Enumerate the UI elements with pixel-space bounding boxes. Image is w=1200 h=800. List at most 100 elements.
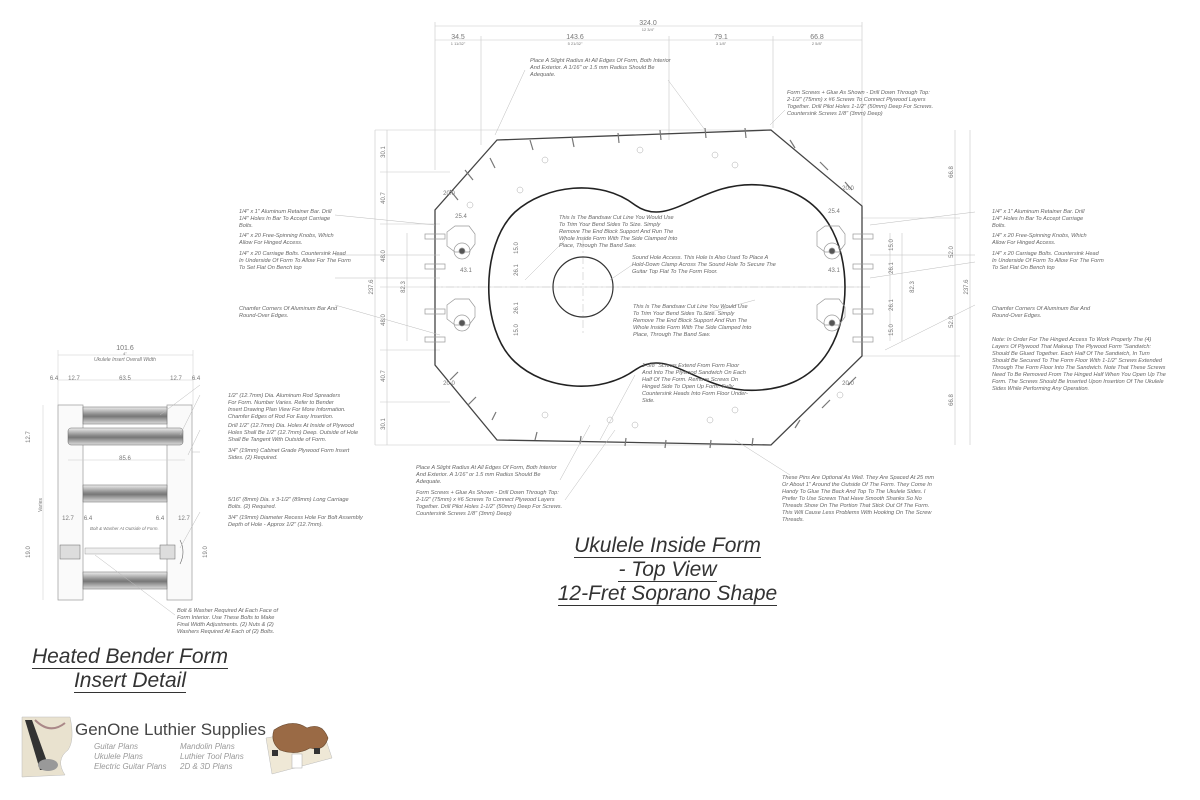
- note-sound-hole: Sound Hole Access. This Hole Is Also Use…: [632, 255, 776, 275]
- svg-text:324.0: 324.0: [639, 20, 657, 27]
- svg-text:40.7: 40.7: [381, 370, 387, 382]
- svg-text:15.0: 15.0: [889, 324, 895, 336]
- left-hinge-assembly: [424, 225, 476, 343]
- svg-text:26.1: 26.1: [889, 262, 895, 274]
- svg-text:30.1: 30.1: [381, 146, 387, 158]
- svg-text:3 1/8": 3 1/8": [716, 41, 727, 46]
- svg-text:48.0: 48.0: [381, 314, 387, 326]
- plan-link-electric-guitar: Electric Guitar Plans: [94, 762, 167, 771]
- plan-link-2d-3d: 2D & 3D Plans: [180, 762, 233, 771]
- svg-text:4": 4": [123, 351, 127, 356]
- svg-text:34.5: 34.5: [451, 34, 465, 41]
- note-hinged-access: Note: In Order For The Hinged Access To …: [992, 337, 1166, 392]
- svg-text:40.7: 40.7: [381, 192, 387, 204]
- svg-text:30.1: 30.1: [381, 418, 387, 430]
- insert-title-line-2: Insert Detail: [73, 669, 187, 693]
- note-bottom-radius: Place A Slight Radius At All Edges Of Fo…: [416, 465, 557, 485]
- svg-text:12.7: 12.7: [178, 516, 190, 522]
- note-insert-rods: 1/2" (12.7mm) Dia. Aluminum Rod Spreader…: [228, 393, 346, 420]
- svg-text:19.0: 19.0: [26, 546, 32, 558]
- main-view-title: Ukulele Inside Form - Top View 12-Fret S…: [540, 534, 795, 606]
- svg-text:Ukulele Insert Overall Width: Ukulele Insert Overall Width: [94, 357, 156, 363]
- note-bandsaw-lower: This Is The Bandsaw Cut Line You Would U…: [633, 304, 752, 338]
- note-insert-carriage: 5/16" (8mm) Dia. x 3-1/2" (89mm) Long Ca…: [228, 497, 349, 510]
- svg-text:85.6: 85.6: [119, 456, 131, 462]
- svg-text:79.1: 79.1: [714, 34, 728, 41]
- svg-text:82.3: 82.3: [910, 281, 916, 293]
- note-right-retainer-bar: 1/4" x 1" Aluminum Retainer Bar. Drill 1…: [992, 209, 1085, 229]
- svg-text:12.7: 12.7: [26, 431, 32, 443]
- svg-text:101.6: 101.6: [116, 345, 134, 352]
- note-top-radius: Place A Slight Radius At All Edges Of Fo…: [530, 58, 671, 78]
- svg-text:19.0: 19.0: [203, 546, 209, 558]
- svg-text:82.3: 82.3: [401, 281, 407, 293]
- svg-text:66.8: 66.8: [810, 34, 824, 41]
- company-name: GenOne Luthier Supplies: [75, 720, 266, 739]
- note-floor-screws: 1-5/8" Screws Extend From Form Floor And…: [642, 363, 748, 404]
- svg-text:25.4: 25.4: [455, 214, 467, 220]
- svg-text:52.0: 52.0: [949, 316, 955, 328]
- svg-text:1 11/32": 1 11/32": [451, 41, 466, 46]
- svg-text:15.0: 15.0: [514, 324, 520, 336]
- svg-text:20.0: 20.0: [842, 381, 854, 387]
- svg-text:6.4: 6.4: [192, 376, 201, 382]
- plan-link-ukulele: Ukulele Plans: [94, 752, 143, 761]
- note-right-knobs: 1/4" x 20 Free-Spinning Knobs, Which All…: [992, 233, 1087, 246]
- svg-text:43.1: 43.1: [460, 268, 472, 274]
- insert-view-title: Heated Bender Form Insert Detail: [10, 645, 250, 693]
- note-left-carriage-bolts: 1/4" x 20 Carriage Bolts. Countersink He…: [239, 251, 351, 271]
- svg-text:48.0: 48.0: [381, 250, 387, 262]
- insert-detail-drawing: 101.6 4" Ukulele Insert Overall Width 6.…: [26, 345, 209, 616]
- svg-text:15.0: 15.0: [889, 239, 895, 251]
- svg-text:12.7: 12.7: [62, 516, 74, 522]
- svg-text:237.6: 237.6: [964, 279, 970, 295]
- svg-text:12.7: 12.7: [68, 376, 80, 382]
- note-right-chamfer: Chamfer Corners Of Aluminum Bar And Roun…: [992, 306, 1091, 319]
- plan-link-mandolin: Mandolin Plans: [180, 742, 235, 751]
- svg-text:5 21/32": 5 21/32": [568, 41, 583, 46]
- svg-text:26.1: 26.1: [889, 299, 895, 311]
- svg-text:43.1: 43.1: [828, 268, 840, 274]
- perimeter-pins: [449, 127, 857, 449]
- plans-column-2: Mandolin Plans Luthier Tool Plans 2D & 3…: [180, 742, 244, 772]
- note-insert-holes: Drill 1/2" (12.7mm) Dia. Holes At Inside…: [228, 423, 359, 443]
- note-left-chamfer: Chamfer Corners Of Aluminum Bar And Roun…: [239, 306, 338, 319]
- svg-text:63.5: 63.5: [119, 376, 131, 382]
- note-bottom-screws: Form Screws + Glue As Shown - Drill Down…: [416, 490, 563, 517]
- ukulele-body-outline: [487, 183, 846, 392]
- svg-text:2 5/8": 2 5/8": [812, 41, 823, 46]
- svg-text:143.6: 143.6: [566, 34, 584, 41]
- right-hinge-assembly: [816, 225, 874, 343]
- note-insert-recess: 3/4" (19mm) Diameter Recess Hole For Bol…: [228, 515, 363, 528]
- note-insert-bolt-washer: Bolt & Washer Required At Each Face of F…: [177, 608, 279, 635]
- svg-text:20.0: 20.0: [443, 381, 455, 387]
- screw-markers: [466, 146, 844, 429]
- main-dimension-text: 324.0 12 3/4" 34.5 1 11/32" 143.6 5 21/3…: [369, 20, 970, 430]
- dimension-lines: [374, 22, 971, 446]
- svg-text:Varies: Varies: [38, 498, 44, 512]
- note-bandsaw-upper: This Is The Bandsaw Cut Line You Would U…: [559, 215, 678, 249]
- svg-text:66.8: 66.8: [949, 166, 955, 178]
- svg-text:12 3/4": 12 3/4": [642, 27, 655, 32]
- svg-text:237.6: 237.6: [369, 279, 375, 295]
- svg-text:26.1: 26.1: [514, 264, 520, 276]
- svg-text:6.4: 6.4: [50, 376, 59, 382]
- note-left-retainer-bar: 1/4" x 1" Aluminum Retainer Bar. Drill 1…: [239, 209, 332, 229]
- main-title-line-1: Ukulele Inside Form: [574, 534, 761, 558]
- insert-title-line-1: Heated Bender Form: [31, 645, 229, 669]
- svg-text:25.4: 25.4: [828, 209, 840, 215]
- svg-text:6.4: 6.4: [84, 516, 93, 522]
- svg-text:66.8: 66.8: [949, 394, 955, 406]
- guitar-body-photo-icon: [21, 716, 73, 778]
- main-title-line-2: - Top View: [618, 558, 717, 582]
- svg-text:15.0: 15.0: [514, 242, 520, 254]
- ukulele-form-photo-icon: [265, 723, 333, 775]
- svg-text:12.7: 12.7: [170, 376, 182, 382]
- note-pins: These Pins Are Optional As Well. They Ar…: [782, 475, 935, 523]
- main-title-line-3: 12-Fret Soprano Shape: [557, 582, 778, 606]
- note-top-screws: Form Screws + Glue As Shown - Drill Down…: [787, 90, 934, 117]
- plan-link-luthier-tool: Luthier Tool Plans: [180, 752, 244, 761]
- svg-text:20.0: 20.0: [443, 191, 455, 197]
- sound-hole: [552, 256, 614, 318]
- plan-link-guitar: Guitar Plans: [94, 742, 139, 751]
